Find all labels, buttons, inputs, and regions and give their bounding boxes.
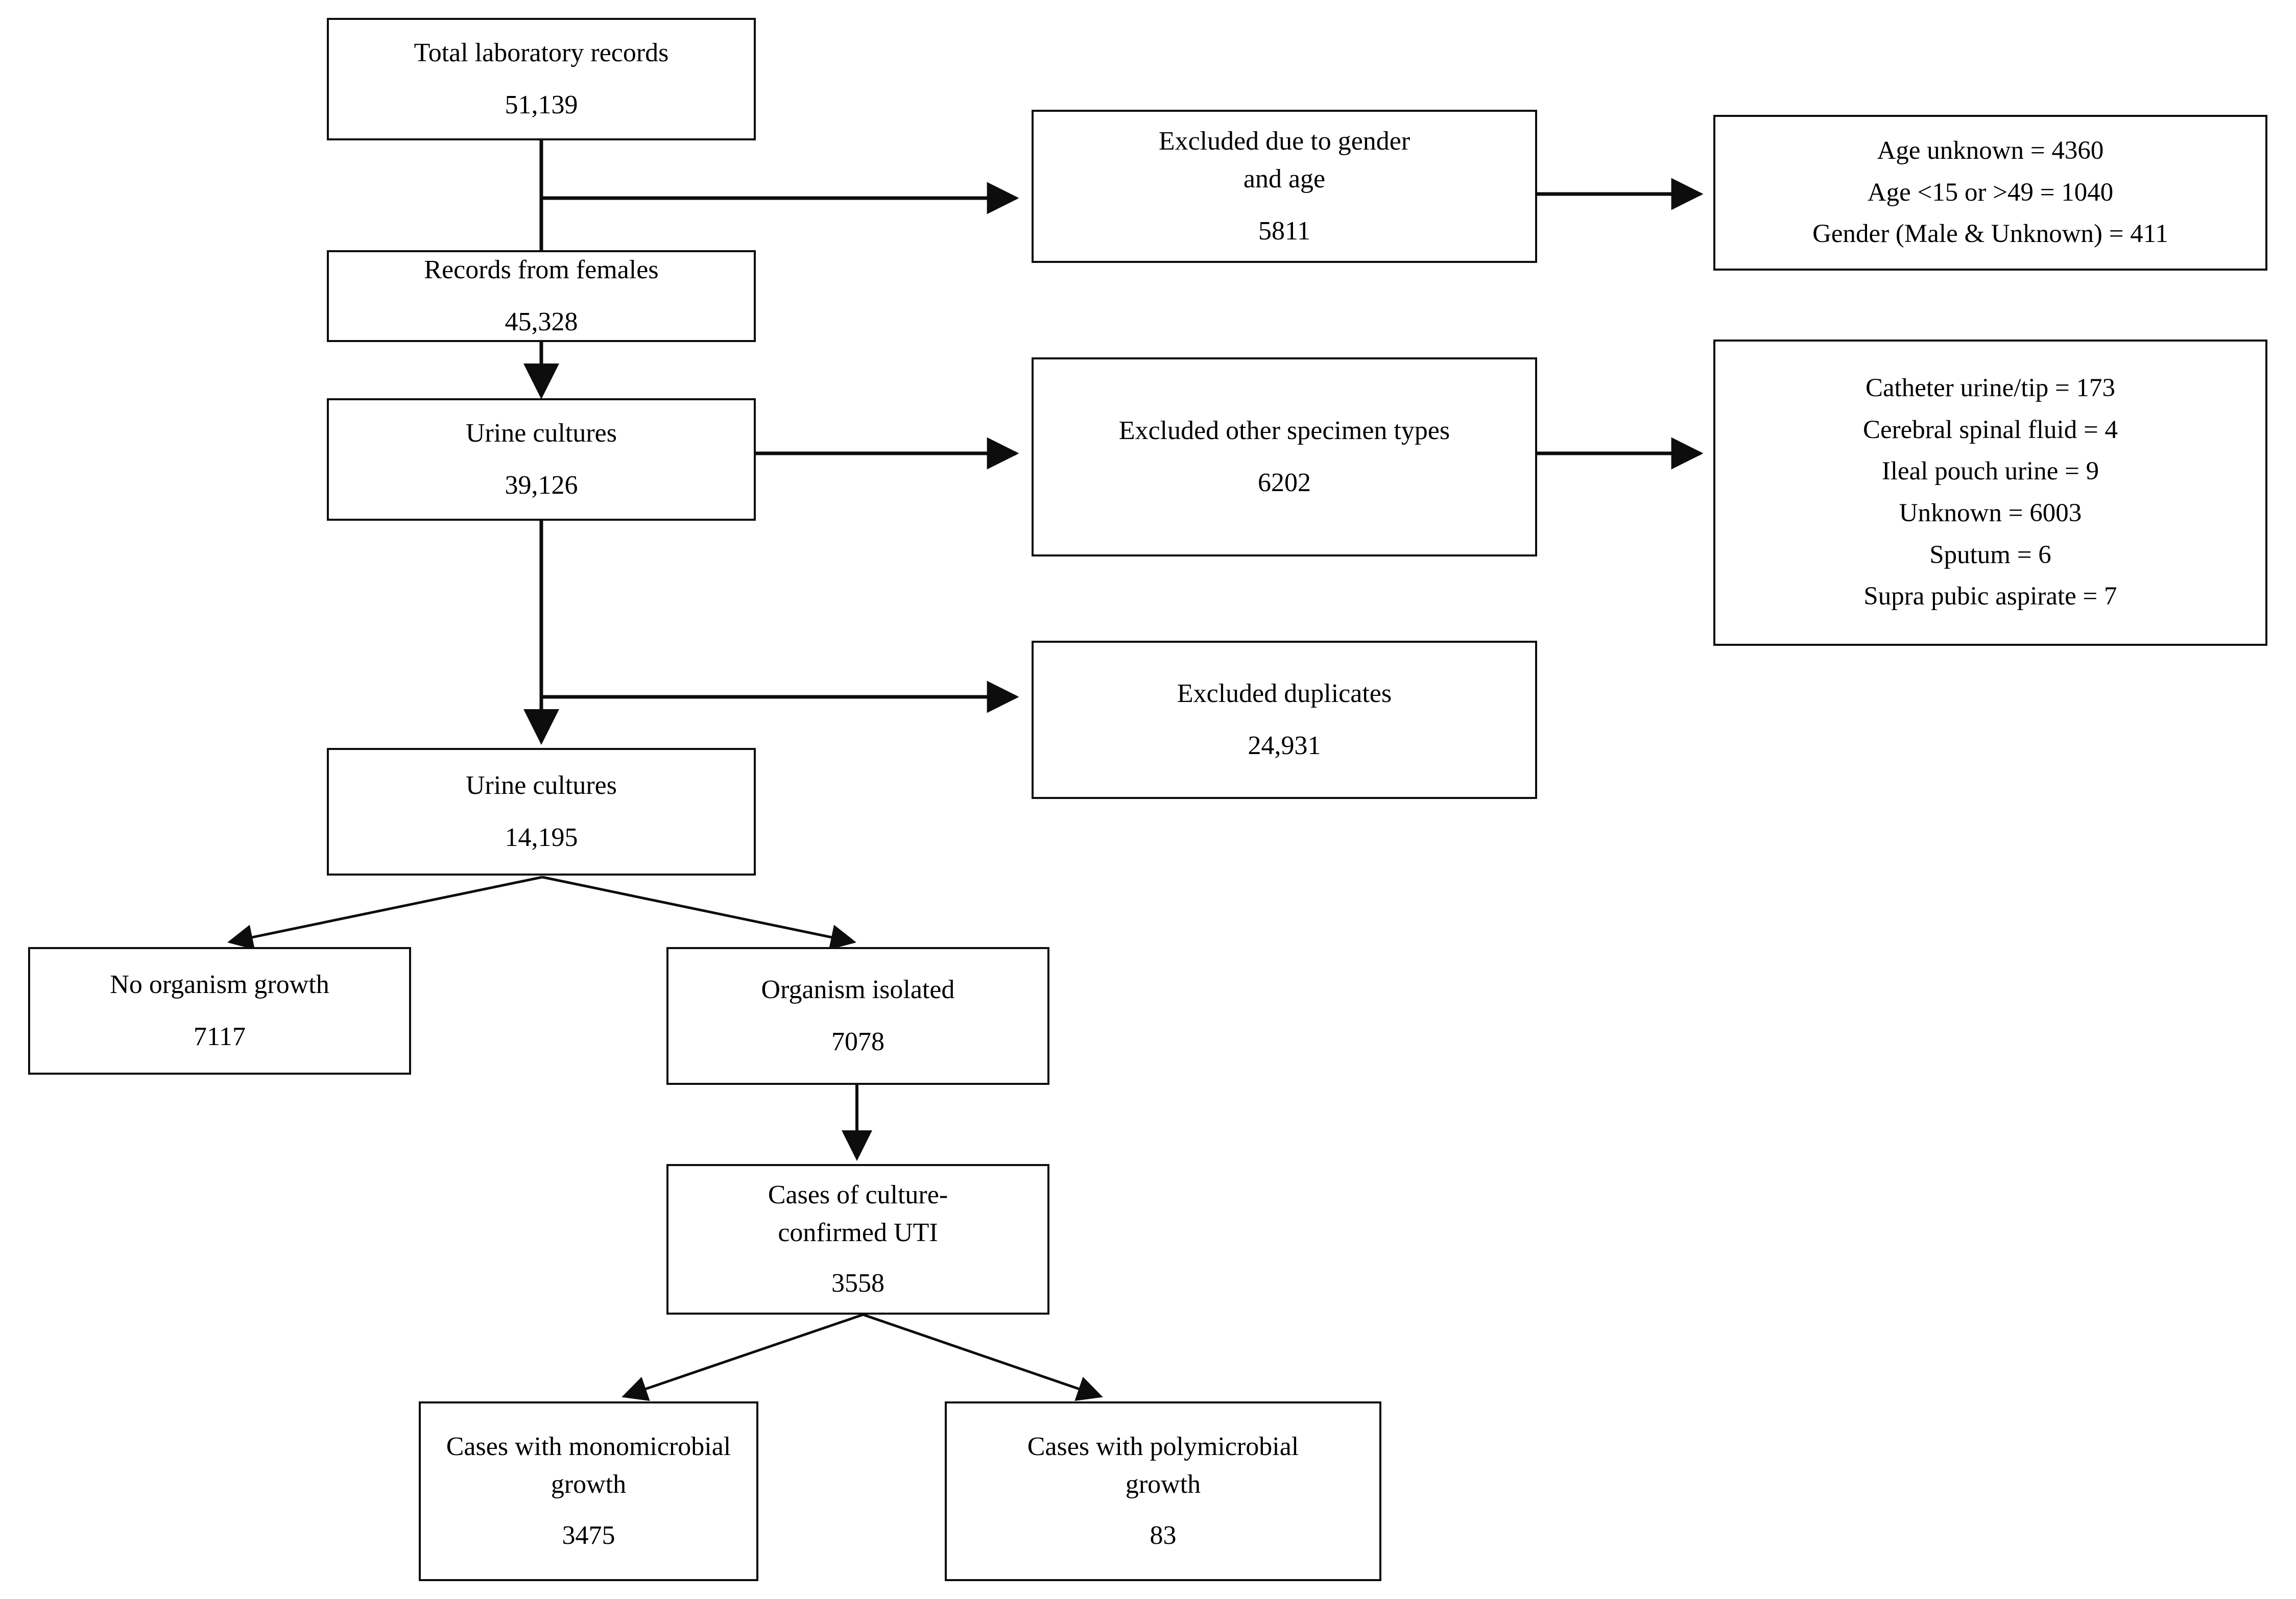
node-value: 45,328	[505, 307, 578, 337]
node-organism-isolated[interactable]: Organism isolated 7078	[666, 947, 1049, 1085]
breakdown-line-supra-pubic: Supra pubic aspirate = 7	[1863, 582, 2117, 611]
node-excluded-duplicates[interactable]: Excluded duplicates 24,931	[1032, 641, 1537, 799]
node-label: Excluded duplicates	[1177, 679, 1392, 708]
node-value: 6202	[1258, 468, 1311, 498]
node-label-line-2: and age	[1243, 164, 1326, 193]
connector-dedup-to-organism-isolated	[542, 876, 856, 950]
breakdown-line-age-range: Age <15 or >49 = 1040	[1867, 178, 2114, 207]
breakdown-line-ileal-pouch: Ileal pouch urine = 9	[1881, 457, 2099, 486]
node-label: Excluded other specimen types	[1118, 416, 1450, 445]
node-specimen-type-breakdown[interactable]: Catheter urine/tip = 173 Cerebral spinal…	[1713, 340, 2267, 646]
node-value: 51,139	[505, 90, 578, 120]
node-value: 3475	[562, 1520, 615, 1550]
node-label: Total laboratory records	[414, 38, 669, 67]
node-label: Organism isolated	[761, 975, 955, 1004]
node-excluded-other-specimen-types[interactable]: Excluded other specimen types 6202	[1032, 357, 1537, 556]
node-value: 39,126	[505, 471, 578, 500]
node-value: 5811	[1258, 216, 1311, 246]
breakdown-line-csf: Cerebral spinal fluid = 4	[1863, 415, 2118, 444]
connector-dedup-to-no-growth	[227, 876, 543, 950]
node-label: Records from females	[424, 255, 659, 284]
connector-uti-to-polymicrobial	[863, 1313, 1103, 1401]
breakdown-line-age-unknown: Age unknown = 4360	[1877, 136, 2104, 165]
breakdown-line-unknown: Unknown = 6003	[1899, 499, 2082, 527]
node-culture-confirmed-uti[interactable]: Cases of culture- confirmed UTI 3558	[666, 1164, 1049, 1315]
node-value: 7117	[193, 1022, 246, 1052]
node-value: 3558	[831, 1269, 884, 1298]
node-polymicrobial-growth[interactable]: Cases with polymicrobial growth 83	[945, 1401, 1381, 1581]
node-urine-cultures-deduplicated[interactable]: Urine cultures 14,195	[327, 748, 756, 876]
node-label-line-1: Cases with polymicrobial	[1027, 1432, 1299, 1462]
node-value: 24,931	[1248, 731, 1321, 761]
node-value: 83	[1150, 1520, 1177, 1550]
node-label-line-1: Cases with monomicrobial	[446, 1432, 731, 1462]
node-label-line-1: Cases of culture-	[768, 1180, 948, 1209]
node-label-line-2: growth	[1125, 1470, 1201, 1499]
node-gender-age-breakdown[interactable]: Age unknown = 4360 Age <15 or >49 = 1040…	[1713, 115, 2267, 271]
connector-uti-to-monomicrobial	[621, 1313, 864, 1401]
node-value: 7078	[831, 1027, 884, 1057]
node-records-from-females[interactable]: Records from females 45,328	[327, 250, 756, 342]
node-label-line-2: confirmed UTI	[778, 1218, 938, 1247]
node-label-line-1: Excluded due to gender	[1158, 126, 1410, 156]
node-total-laboratory-records[interactable]: Total laboratory records 51,139	[327, 18, 756, 140]
node-urine-cultures-all[interactable]: Urine cultures 39,126	[327, 398, 756, 521]
node-label-line-2: growth	[551, 1470, 627, 1499]
node-no-organism-growth[interactable]: No organism growth 7117	[28, 947, 411, 1075]
node-label: Urine cultures	[465, 418, 617, 448]
node-label: No organism growth	[110, 970, 329, 999]
breakdown-line-sputum: Sputum = 6	[1929, 540, 2051, 569]
breakdown-line-catheter: Catheter urine/tip = 173	[1865, 374, 2116, 403]
node-excluded-gender-age[interactable]: Excluded due to gender and age 5811	[1032, 110, 1537, 263]
node-label: Urine cultures	[465, 770, 617, 800]
breakdown-line-gender: Gender (Male & Unknown) = 411	[1812, 220, 2168, 249]
node-value: 14,195	[505, 823, 578, 853]
node-monomicrobial-growth[interactable]: Cases with monomicrobial growth 3475	[419, 1401, 758, 1581]
